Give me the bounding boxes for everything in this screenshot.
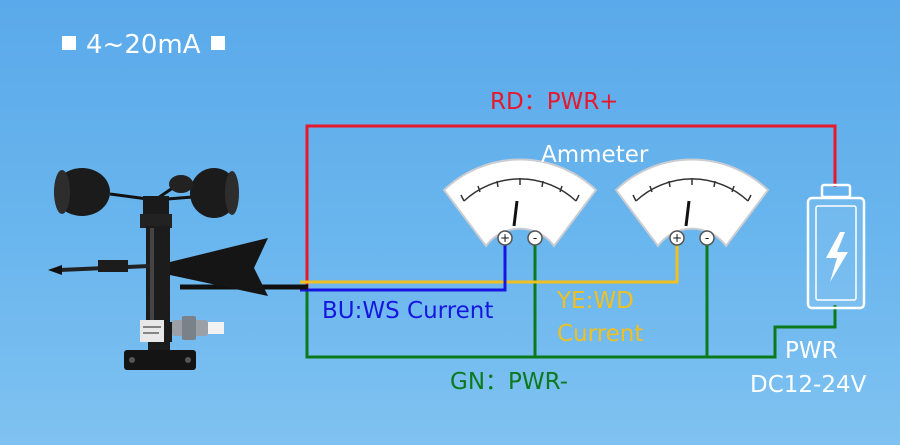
ammeter-label: Ammeter [541, 142, 649, 168]
red-wire-label: RD：PWR+ [490, 89, 619, 115]
green-wire [305, 290, 837, 359]
yellow-wire [300, 240, 679, 284]
ammeter-1-plus: + [500, 231, 510, 245]
ammeter-1-minus: - [533, 231, 537, 245]
square-bullet-icon [210, 36, 225, 50]
yellow-wire-label-line2: Current [557, 321, 644, 347]
yellow-wire-label-line1: YE:WD [557, 288, 634, 314]
page-title: 4~20mA [62, 32, 225, 58]
blue-wire-label: BU:WS Current [322, 298, 494, 324]
blue-wire [300, 240, 507, 292]
ammeter-2-plus: + [672, 231, 682, 245]
anemometer-wind-sensor-image [48, 168, 268, 370]
ammeter-gauge-icon: + - [442, 158, 598, 248]
wires [180, 124, 837, 359]
square-bullet-icon [62, 36, 76, 50]
ammeter-gauge-icon: + - [614, 158, 770, 248]
ammeter-2-minus: - [705, 231, 709, 245]
battery-lightning-icon [806, 183, 866, 310]
power-label-line2: DC12-24V [750, 372, 867, 398]
green-wire-label: GN：PWR- [450, 369, 568, 395]
red-wire [305, 124, 837, 290]
power-label-line1: PWR [785, 338, 838, 364]
title-text: 4~20mA [86, 30, 201, 60]
